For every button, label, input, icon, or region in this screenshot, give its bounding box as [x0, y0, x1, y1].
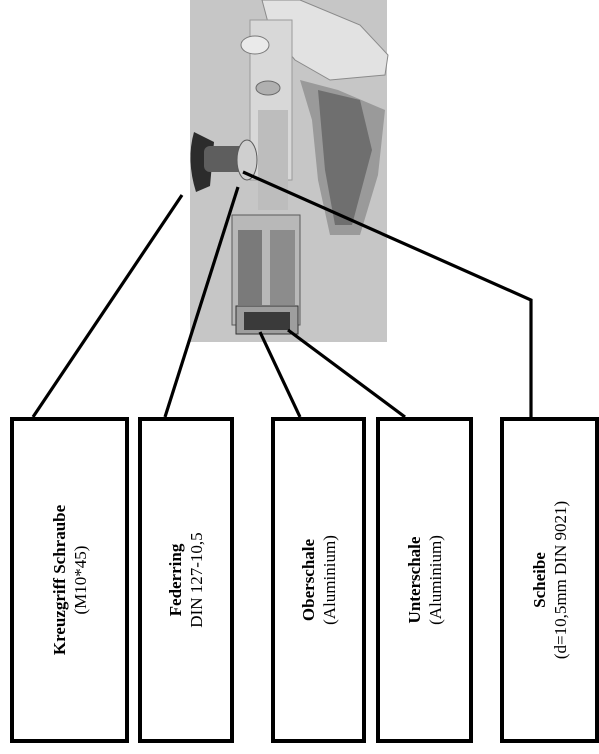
label-subtitle: (Aluminium)	[319, 535, 339, 625]
label-title: Unterschale	[404, 536, 424, 624]
label-unterschale: Unterschale (Aluminium)	[376, 417, 473, 743]
leader-oberschale	[258, 331, 302, 418]
label-title: Kreuzgriff Schraube	[49, 504, 69, 656]
leader-federring	[163, 186, 240, 418]
label-federring: Federring DIN 127-10,5	[138, 417, 234, 743]
leader-unterschale	[287, 328, 406, 419]
leader-kreuzgriff	[31, 194, 184, 418]
leader-lines	[31, 170, 533, 419]
label-subtitle: (M10*45)	[70, 545, 90, 615]
label-oberschale: Oberschale (Aluminium)	[271, 417, 366, 743]
label-kreuzgriff-schraube: Kreuzgriff Schraube (M10*45)	[10, 417, 129, 743]
label-subtitle: (d=10,5mm DIN 9021)	[550, 500, 570, 660]
label-scheibe: Scheibe (d=10,5mm DIN 9021)	[500, 417, 599, 743]
label-title: Oberschale	[298, 538, 318, 622]
label-title: Scheibe	[529, 552, 549, 608]
leader-scheibe	[242, 170, 533, 417]
label-subtitle: DIN 127-10,5	[187, 532, 206, 628]
label-subtitle: (Aluminium)	[425, 535, 445, 625]
label-title: Federring	[166, 543, 185, 617]
clamp-photo	[190, 0, 389, 342]
